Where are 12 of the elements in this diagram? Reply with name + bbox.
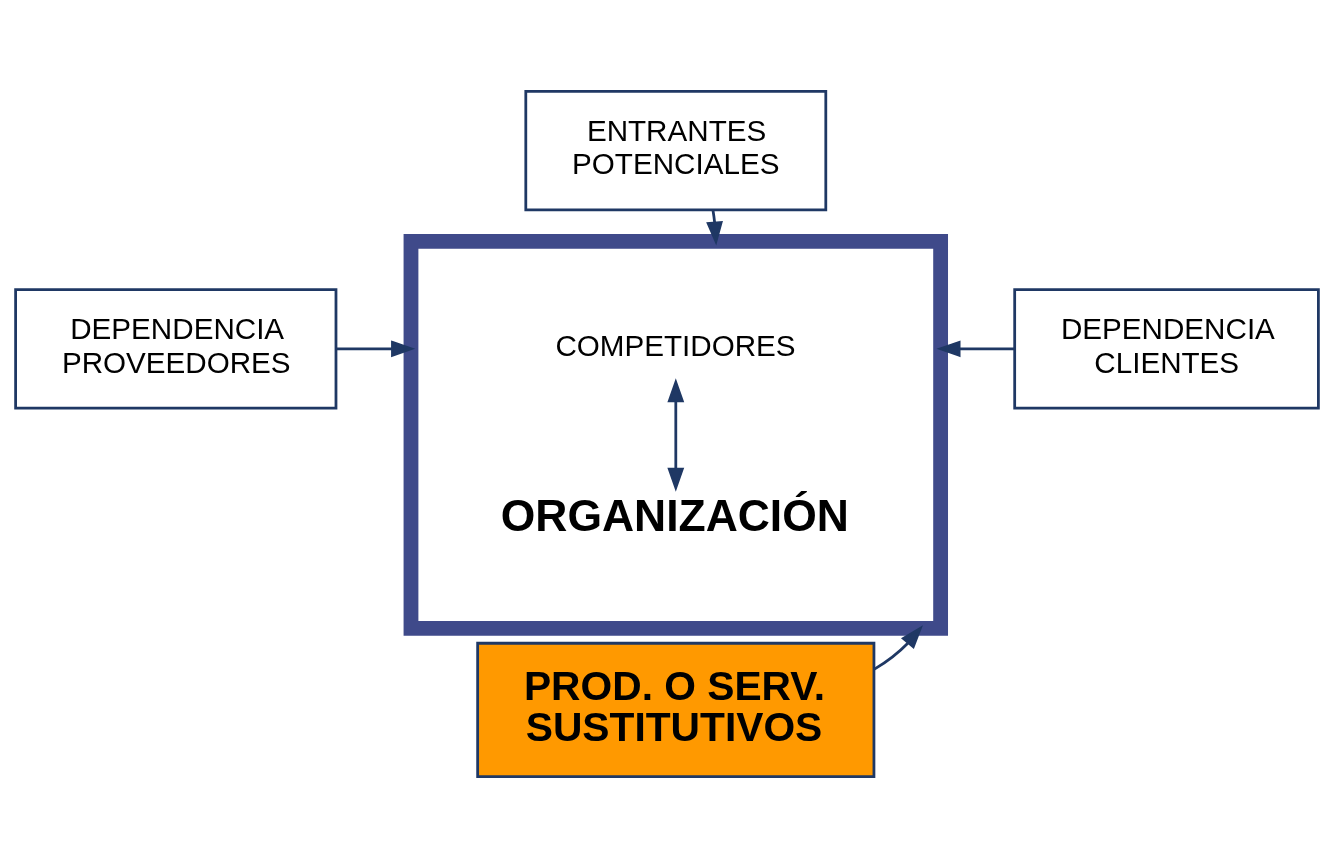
arrow	[936, 340, 1015, 358]
node-box: DEPENDENCIA PROVEEDORES	[14, 288, 338, 410]
arrow	[667, 378, 685, 492]
node-box: DEPENDENCIA CLIENTES	[1013, 288, 1320, 410]
arrow	[873, 625, 923, 671]
node-box: ENTRANTES POTENCIALES	[524, 90, 828, 212]
cluster	[403, 234, 948, 636]
node-text: COMPETIDORES	[555, 328, 796, 362]
arrow	[336, 340, 416, 358]
node-text: ORGANIZACIÓN	[500, 490, 849, 540]
arrow	[706, 210, 723, 246]
node-box: PROD. O SERV. SUSTITUTIVOS	[476, 641, 876, 778]
